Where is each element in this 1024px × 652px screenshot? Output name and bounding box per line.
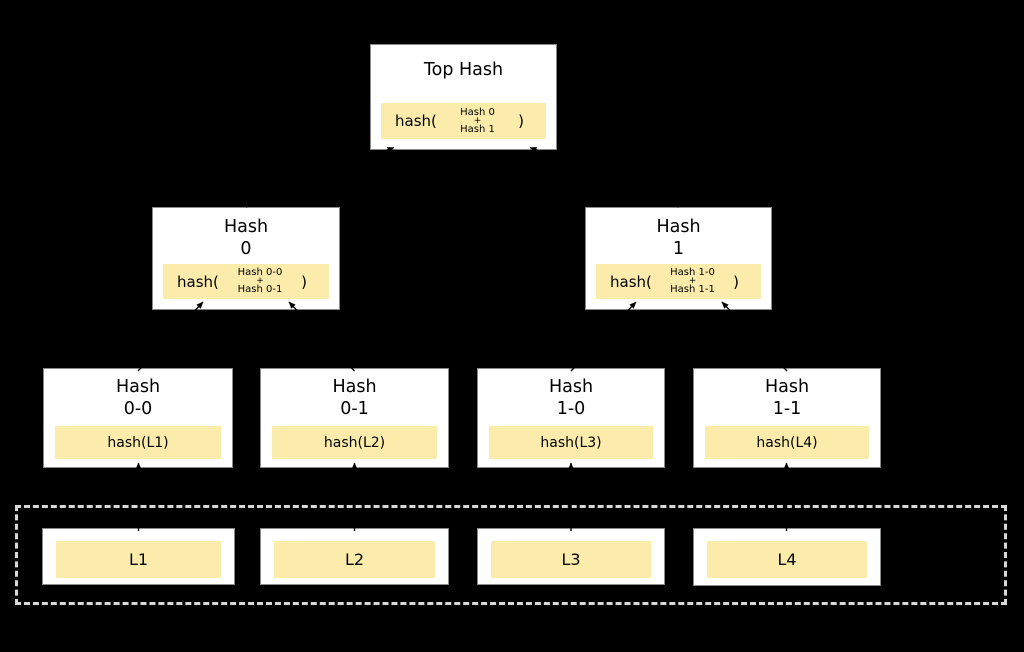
arrow-hash10-to-hash1	[570, 301, 637, 372]
title-line-1: Hash	[223, 217, 269, 237]
arrow-hash0-to-top	[245, 146, 395, 208]
block-label: L2	[274, 541, 435, 578]
title-line-1: Hash	[115, 377, 161, 397]
hash-formula-box: hash( Hash 0 + Hash 1 )	[381, 103, 546, 139]
title-line-1: Hash	[332, 377, 377, 397]
title-line-1: Hash	[764, 377, 810, 397]
node-title: Hash 1-0	[478, 369, 664, 420]
formula-arg2: Hash 1-1	[670, 284, 715, 295]
plus-sign: +	[688, 276, 697, 286]
title-line-2: 1-0	[556, 399, 586, 419]
hash-formula-box: hash( Hash 1-0 + Hash 1-1 )	[596, 264, 761, 299]
formula-open: hash(	[610, 272, 652, 291]
node-hash-1: Hash 1 hash( Hash 1-0 + Hash 1-1 )	[585, 207, 772, 310]
node-title: Hash 1	[586, 208, 771, 260]
title-line-2: 0	[240, 239, 252, 259]
formula-arg1: Hash 0-0	[237, 267, 283, 278]
formula-close: )	[518, 112, 524, 130]
node-title: Hash 0-1	[261, 369, 448, 420]
node-top-hash: Top Hash hash( Hash 0 + Hash 1 )	[370, 44, 557, 150]
block-l2: L2	[260, 528, 449, 585]
plus-sign: +	[256, 276, 264, 286]
formula-close: )	[301, 272, 307, 291]
plus-sign: +	[473, 115, 482, 126]
arrow-hash00-to-hash0	[137, 301, 204, 372]
block-l4: L4	[693, 528, 881, 586]
node-hash-0-1: Hash 0-1 hash(L2)	[260, 368, 449, 468]
arrow-hash01-to-hash0	[288, 301, 356, 372]
title-line-2: 1-1	[772, 399, 802, 419]
formula-open: hash(	[395, 112, 437, 130]
formula-arg2: Hash 0-1	[237, 284, 283, 295]
formula-arg2: Hash 1	[460, 123, 495, 135]
block-label: L4	[707, 541, 867, 578]
node-hash-0-0: Hash 0-0 hash(L1)	[43, 368, 233, 468]
title-line-1: Hash	[548, 377, 594, 397]
hash-formula-box: hash(L1)	[55, 426, 221, 459]
node-title: Hash 1-1	[694, 369, 880, 420]
formula-open: hash(	[177, 272, 219, 291]
node-title: Hash 0	[153, 208, 339, 260]
arrow-hash11-to-hash1	[721, 301, 788, 372]
node-hash-1-1: Hash 1-1 hash(L4)	[693, 368, 881, 468]
block-l1: L1	[42, 528, 235, 585]
formula-args: Hash 0-0 + Hash 0-1	[219, 268, 301, 295]
block-label: L1	[56, 541, 221, 578]
node-title: Top Hash	[423, 60, 504, 80]
node-title: Hash 0-0	[44, 369, 232, 420]
hash-formula-box: hash(L2)	[272, 426, 437, 459]
node-hash-1-0: Hash 1-0 hash(L3)	[477, 368, 665, 468]
hash-formula-box: hash( Hash 0-0 + Hash 0-1 )	[163, 264, 329, 299]
formula-args: Hash 1-0 + Hash 1-1	[652, 268, 733, 295]
formula-arg1: Hash 1-0	[670, 267, 715, 278]
hash-formula-box: hash(L4)	[705, 426, 869, 459]
block-l3: L3	[477, 528, 665, 585]
hash-formula-box: hash(L3)	[489, 426, 653, 459]
title-line-2: 0-0	[123, 399, 153, 419]
formula-arg1: Hash 0	[460, 106, 495, 118]
title-line-1: Hash	[656, 217, 701, 237]
formula-close: )	[733, 272, 739, 291]
formula-args: Hash 0 + Hash 1	[437, 106, 518, 135]
title-line-2: 0-1	[340, 399, 369, 419]
node-hash-0: Hash 0 hash( Hash 0-0 + Hash 0-1 )	[152, 207, 340, 310]
block-label: L3	[491, 541, 651, 578]
title-line-2: 1	[672, 239, 685, 259]
arrow-hash1-to-top	[529, 146, 679, 208]
data-blocks-region	[15, 505, 1007, 605]
